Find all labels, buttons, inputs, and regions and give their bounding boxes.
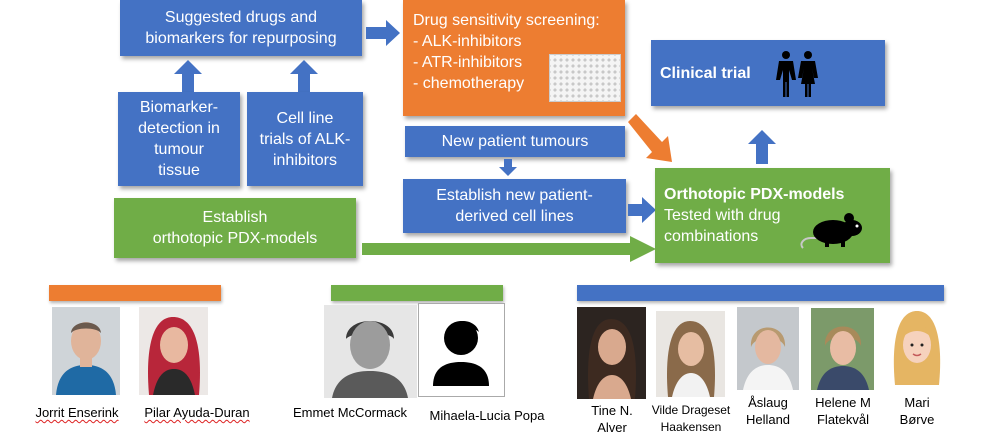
avatar-tine-alver xyxy=(577,307,646,399)
arrow-up-icon xyxy=(174,60,202,92)
team-bar-orange xyxy=(49,285,221,301)
name-label: Åslaug Helland xyxy=(745,395,791,427)
avatar-emmet-mccormack xyxy=(324,305,417,398)
drug-screening-item: - chemotherapy xyxy=(413,75,525,92)
biomarker-detection-box: Biomarker- detection in tumour tissue xyxy=(118,92,240,186)
avatar-vilde-drageset-haakensen xyxy=(656,311,725,397)
arrow-right-icon xyxy=(362,236,656,262)
avatar-aslaug-helland xyxy=(737,307,799,390)
name-label: Helene M Flatekvål xyxy=(815,395,871,427)
drug-screening-box: Drug sensitivity screening: - ALK-inhibi… xyxy=(403,0,625,116)
name-label: Tine N. Alver xyxy=(591,403,633,435)
orthotopic-pdx-title: Orthotopic PDX-models xyxy=(664,186,845,203)
name-label: Mari Børve xyxy=(899,395,935,427)
name-label: Mihaela-Lucia Popa xyxy=(429,408,545,423)
orthotopic-pdx-box: Orthotopic PDX-models Tested with drug c… xyxy=(655,168,890,263)
drug-screening-title: Drug sensitivity screening: xyxy=(413,12,600,29)
name-label: Jorrit Enserink xyxy=(35,405,119,420)
orthotopic-pdx-text: Tested with drug combinations xyxy=(664,207,781,245)
avatar-jorrit-enserink xyxy=(52,307,120,395)
clinical-trial-box: Clinical trial xyxy=(651,40,885,106)
arrow-diagonal-icon xyxy=(628,114,672,162)
team-bar-blue xyxy=(577,285,944,301)
suggested-drugs-box: Suggested drugs and biomarkers for repur… xyxy=(120,0,362,56)
avatar-mihaela-lucia-popa xyxy=(418,303,505,397)
people-icon xyxy=(776,51,818,97)
drug-screening-item: - ALK-inhibitors xyxy=(413,33,522,50)
well-plate-icon xyxy=(549,54,621,102)
female-avatar-icon xyxy=(893,311,941,385)
clinical-trial-label: Clinical trial xyxy=(660,64,751,82)
avatar-pilar-ayuda-duran xyxy=(139,307,208,395)
arrow-up-icon xyxy=(748,130,776,164)
name-label: Emmet McCormack xyxy=(292,405,408,420)
name-label: Vilde Drageset Haakensen xyxy=(651,403,731,434)
arrow-right-icon xyxy=(366,20,400,46)
drug-screening-item: - ATR-inhibitors xyxy=(413,54,523,71)
person-silhouette-icon xyxy=(433,320,489,386)
cell-line-trials-box: Cell line trials of ALK- inhibitors xyxy=(247,92,363,186)
avatar-mari-borve xyxy=(889,307,945,391)
arrow-up-icon xyxy=(290,60,318,92)
name-label: Pilar Ayuda-Duran xyxy=(144,405,250,420)
new-cell-lines-box: Establish new patient- derived cell line… xyxy=(403,179,626,233)
new-patient-tumours-box: New patient tumours xyxy=(405,126,625,157)
arrow-down-icon xyxy=(499,159,517,176)
arrow-right-icon xyxy=(628,197,656,223)
avatar-helene-m-flatekval xyxy=(811,308,874,390)
establish-pdx-box: Establish orthotopic PDX-models xyxy=(114,198,356,258)
mouse-icon xyxy=(800,213,862,249)
team-bar-green xyxy=(331,285,503,301)
